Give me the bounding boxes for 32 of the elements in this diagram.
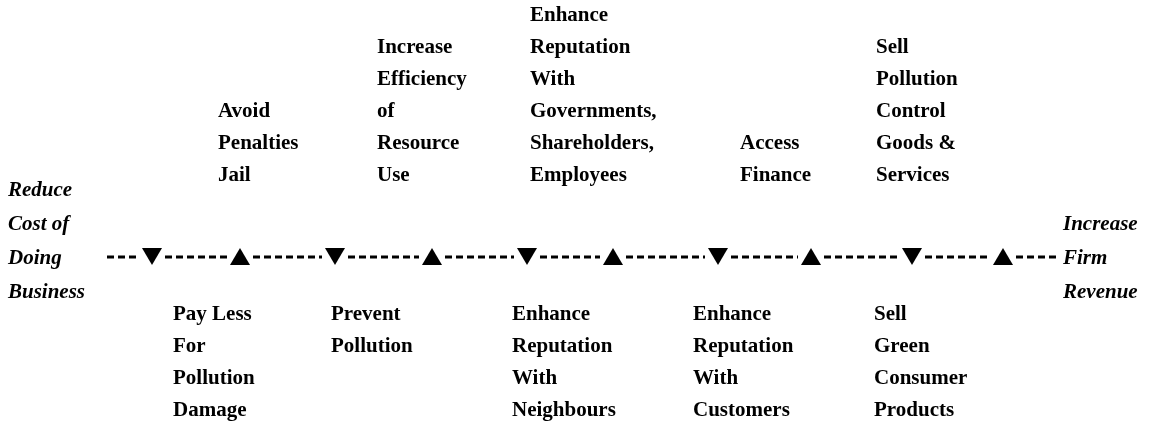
down-triangle bbox=[517, 248, 537, 265]
benefit-label: Pay Less For Pollution Damage bbox=[173, 300, 256, 423]
benefit-label: Sell Pollution Control Goods & Services bbox=[876, 33, 959, 188]
dashed-line bbox=[348, 255, 419, 259]
end-label: Reduce Cost of Doing Business bbox=[8, 172, 104, 308]
dashed-line bbox=[445, 255, 514, 259]
down-triangle bbox=[708, 248, 728, 265]
benefit-label: Enhance Reputation With Neighbours bbox=[512, 300, 617, 423]
dashed-line bbox=[731, 255, 798, 259]
benefit-label: Enhance Reputation With Customers bbox=[693, 300, 795, 423]
dashed-line bbox=[107, 255, 139, 259]
dashed-line bbox=[925, 255, 990, 259]
benefit-label: Avoid Penalties Jail bbox=[218, 97, 300, 188]
dashed-line bbox=[253, 255, 322, 259]
benefit-label: Enhance Reputation With Governments, Shareholders, Employees bbox=[530, 1, 658, 188]
benefit-label: Prevent Pollution bbox=[331, 300, 414, 359]
up-triangle bbox=[993, 248, 1013, 265]
dashed-line bbox=[824, 255, 899, 259]
up-triangle bbox=[603, 248, 623, 265]
dashed-line bbox=[626, 255, 705, 259]
benefit-label: Sell Green Consumer Products bbox=[874, 300, 967, 423]
down-triangle bbox=[325, 248, 345, 265]
up-triangle bbox=[230, 248, 250, 265]
up-triangle bbox=[801, 248, 821, 265]
dashed-line bbox=[165, 255, 227, 259]
dashed-line bbox=[540, 255, 600, 259]
up-triangle bbox=[422, 248, 442, 265]
benefit-label: Increase Efficiency of Resource Use bbox=[377, 33, 468, 188]
benefit-label: Access Finance bbox=[740, 129, 813, 188]
end-label: Increase Firm Revenue bbox=[1063, 206, 1159, 308]
down-triangle bbox=[142, 248, 162, 265]
down-triangle bbox=[902, 248, 922, 265]
